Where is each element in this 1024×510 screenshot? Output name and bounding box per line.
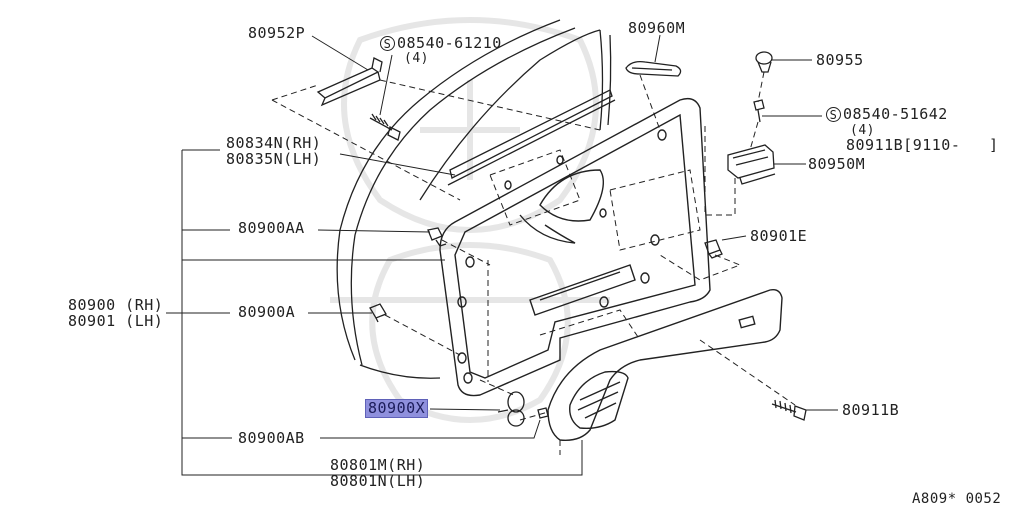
label-80900AB: 80900AB [238, 429, 305, 447]
label-80900X-highlighted[interactable]: 80900X [365, 399, 429, 418]
trim-panel [439, 97, 711, 397]
label-80950M: 80950M [808, 155, 866, 173]
s-ref-icon: S [380, 36, 395, 51]
garnish-part [625, 60, 682, 77]
label-80960M: 80960M [628, 19, 686, 37]
clip-part [755, 51, 773, 73]
screw-61210 [369, 113, 401, 141]
screw-51642 [753, 99, 765, 123]
label-80834N: 80834N(RH) [226, 134, 322, 152]
clip-80900A [369, 303, 387, 323]
label-80911B: 80911B [842, 401, 900, 419]
label-80801M: 80801M(RH) [330, 456, 426, 474]
label-80801N: 80801N(LH) [330, 472, 426, 490]
switch-part [727, 144, 776, 185]
label-screw-61210-qty: (4) [404, 51, 429, 66]
clip-80900AB [537, 407, 549, 419]
grommet-80900X [497, 391, 525, 427]
label-80835N: 80835N(LH) [226, 150, 322, 168]
label-80900AA: 80900AA [238, 219, 305, 237]
assembly-guides [271, 71, 796, 455]
s-ref-icon: S [826, 107, 841, 122]
label-80900: 80900 (RH) [68, 296, 164, 314]
label-80901: 80901 (LH) [68, 312, 164, 330]
label-screw-51642-part: 08540-51642 [843, 105, 948, 123]
clip-80900AA [427, 227, 447, 247]
label-screw-61210-part: 08540-61210 [397, 34, 502, 52]
label-screw-51642-qty: (4) [850, 123, 875, 138]
label-80900A: 80900A [238, 303, 296, 321]
screw-80911B [771, 399, 807, 421]
label-80911B-date: 80911B[9110- ] [846, 136, 999, 154]
leader-lines [166, 34, 838, 476]
upper-bracket [316, 57, 383, 107]
label-80901E: 80901E [750, 227, 808, 245]
label-80955: 80955 [816, 51, 864, 69]
label-80952P: 80952P [248, 24, 306, 42]
drawing-code: A809* 0052 [912, 491, 1002, 507]
pocket-panel [547, 288, 783, 441]
